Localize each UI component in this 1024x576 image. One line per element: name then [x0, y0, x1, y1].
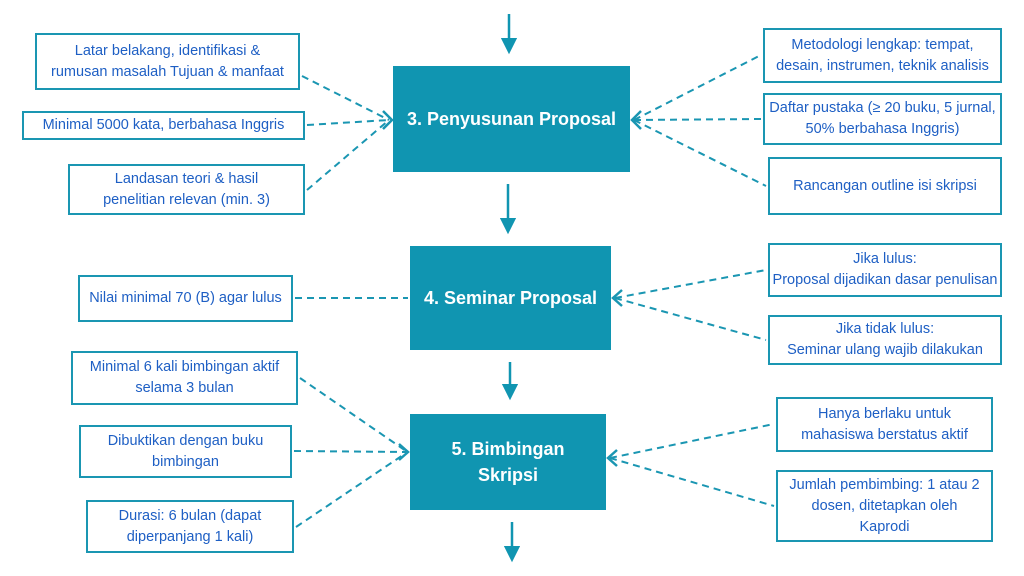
- note-metodologi-lengkap: Metodologi lengkap: tempat, desain, inst…: [763, 28, 1002, 83]
- connector-right3-step3: [633, 119, 767, 187]
- note-hanya-berlaku-aktif: Hanya berlaku untuk mahasiswa berstatus …: [776, 397, 993, 452]
- note-line: rumusan masalah Tujuan & manfaat: [51, 63, 284, 80]
- chevron-into-step3-right: [630, 110, 642, 130]
- note-rancangan-outline: Rancangan outline isi skripsi: [768, 157, 1002, 215]
- connector-left5-step5: [299, 377, 407, 452]
- note-jika-lulus: Jika lulus: Proposal dijadikan dasar pen…: [768, 243, 1002, 297]
- note-jika-tidak-lulus: Jika tidak lulus: Seminar ulang wajib di…: [768, 315, 1002, 365]
- note-durasi-6-bulan: Durasi: 6 bulan (dapat diperpanjang 1 ka…: [86, 500, 294, 553]
- note-latar-belakang: Latar belakang, identifikasi & rumusan m…: [35, 33, 300, 90]
- connector-right7-step5: [609, 457, 775, 507]
- note-jumlah-pembimbing: Jumlah pembimbing: 1 atau 2 dosen, ditet…: [776, 470, 993, 542]
- note-landasan-teori: Landasan teori & hasil penelitian releva…: [68, 164, 305, 215]
- dashed-connectors: [293, 54, 775, 528]
- connector-left2-step3: [306, 119, 390, 126]
- step-box-penyusunan-proposal: 3. Penyusunan Proposal: [393, 66, 630, 172]
- note-line: penelitian relevan (min. 3): [103, 191, 270, 208]
- connector-right6-step5: [609, 423, 775, 459]
- note-line: Daftar pustaka (≥ 20 buku, 5 jurnal,: [769, 100, 996, 116]
- note-line: Hanya berlaku untuk: [818, 405, 951, 422]
- step-label: Skripsi: [477, 465, 539, 485]
- note-line: Minimal 6 kali bimbingan aktif: [89, 359, 280, 375]
- note-line: mahasiswa berstatus aktif: [801, 426, 968, 443]
- note-line: Rancangan outline isi skripsi: [793, 177, 977, 194]
- chevron-into-step3-left: [382, 110, 394, 130]
- chevron-into-step5-right: [606, 449, 618, 467]
- note-line: Jumlah pembimbing: 1 atau 2: [789, 476, 980, 493]
- note-line: bimbingan: [152, 453, 219, 470]
- note-line: Kaprodi: [859, 518, 910, 535]
- connector-right1-step3: [633, 54, 762, 121]
- note-minimal-5000-kata: Minimal 5000 kata, berbahasa Inggris: [22, 111, 305, 140]
- note-line: Jika tidak lulus:: [835, 321, 935, 337]
- step-label: 4. Seminar Proposal: [423, 288, 598, 308]
- note-line: desain, instrumen, teknik analisis: [776, 57, 989, 74]
- note-line: dosen, ditetapkan oleh: [811, 497, 958, 514]
- note-line: Jika lulus:: [853, 251, 917, 267]
- note-line: Metodologi lengkap: tempat,: [791, 36, 974, 53]
- step-label: 5. Bimbingan: [451, 439, 565, 459]
- note-line: diperpanjang 1 kali): [126, 528, 254, 545]
- note-dibuktikan-buku: Dibuktikan dengan buku bimbingan: [79, 425, 292, 478]
- connector-left6-step5: [293, 450, 407, 453]
- connector-right4-step4: [614, 269, 767, 299]
- connector-left3-step3: [306, 119, 390, 191]
- note-line: Nilai minimal 70 (B) agar lulus: [89, 290, 282, 306]
- connector-right5-step4: [614, 297, 767, 341]
- connector-right2-step3: [633, 118, 762, 121]
- note-line: Durasi: 6 bulan (dapat: [118, 507, 262, 524]
- chevron-arrowheads: [382, 110, 642, 467]
- note-daftar-pustaka: Daftar pustaka (≥ 20 buku, 5 jurnal, 50%…: [763, 93, 1002, 145]
- note-line: Latar belakang, identifikasi &: [74, 42, 261, 59]
- note-line: selama 3 bulan: [135, 380, 234, 396]
- chevron-into-step5-left: [398, 443, 410, 461]
- note-line: Proposal dijadikan dasar penulisan: [772, 272, 998, 288]
- note-minimal-6-kali-bimbingan: Minimal 6 kali bimbingan aktif selama 3 …: [71, 351, 298, 405]
- note-line: 50% berbahasa Inggris): [805, 121, 960, 137]
- step-box-seminar-proposal: 4. Seminar Proposal: [410, 246, 611, 350]
- note-line: Landasan teori & hasil: [114, 170, 259, 187]
- chevron-into-step4-right: [611, 289, 623, 307]
- note-line: Minimal 5000 kata, berbahasa Inggris: [42, 117, 285, 133]
- note-nilai-minimal: Nilai minimal 70 (B) agar lulus: [78, 275, 293, 322]
- note-line: Seminar ulang wajib dilakukan: [787, 342, 983, 358]
- note-line: Dibuktikan dengan buku: [107, 432, 264, 449]
- flow-arrows: [499, 14, 521, 563]
- connector-left1-step3: [301, 75, 390, 121]
- step-box-bimbingan-skripsi: 5. Bimbingan Skripsi: [410, 414, 606, 510]
- connector-left7-step5: [295, 452, 407, 528]
- step-label: 3. Penyusunan Proposal: [406, 109, 617, 129]
